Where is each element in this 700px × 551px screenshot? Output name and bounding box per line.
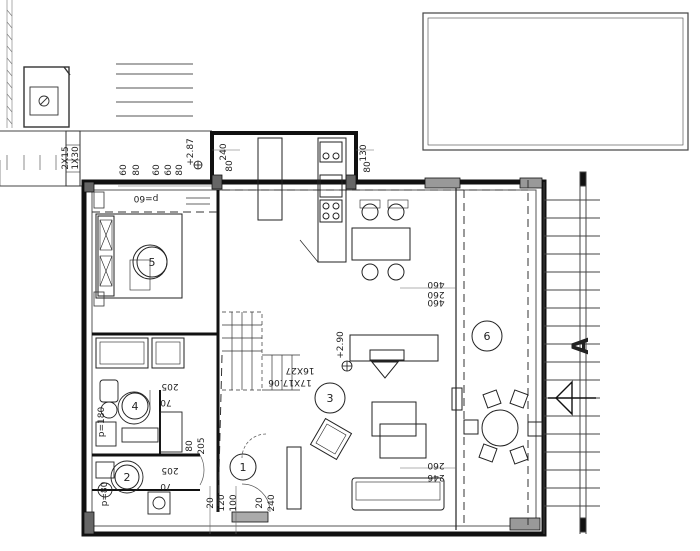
section-mark xyxy=(548,380,596,416)
dim-top-60c: 60 xyxy=(164,164,174,176)
terrace-dashed xyxy=(92,180,529,525)
entry-landing xyxy=(65,130,81,187)
dim-bottom-20b: 20 xyxy=(255,497,265,509)
dim-70b: 70 xyxy=(160,481,172,491)
dim-460a: 460 xyxy=(427,279,444,289)
dim-right-80: 80 xyxy=(363,161,373,173)
kitchen-annex xyxy=(210,131,358,180)
terrace-table xyxy=(463,389,543,465)
room-number-4: 4 xyxy=(132,400,139,413)
dim-246: 246 xyxy=(427,472,444,482)
dim-top-80b: 80 xyxy=(175,164,185,176)
room-number-5: 5 xyxy=(149,256,156,269)
dim-top-60a: 60 xyxy=(119,164,129,176)
room-number-6: 6 xyxy=(484,330,491,343)
dim-bottom-20a: 20 xyxy=(206,497,216,509)
pool xyxy=(422,12,689,151)
dim-460b: 460 xyxy=(427,297,444,307)
door-label-p80: p=80 xyxy=(100,481,110,506)
level-main: +2.90 xyxy=(336,331,346,359)
room-number-3: 3 xyxy=(327,392,334,405)
entry-label-2x15: 2X15 xyxy=(61,146,71,169)
dim-bottom-240: 240 xyxy=(267,494,277,511)
door-label-p60: p=60 xyxy=(133,193,158,203)
interior-walls xyxy=(92,190,220,512)
exterior-wall-hatch xyxy=(6,0,13,128)
dim-top-80a: 80 xyxy=(132,164,142,176)
dim-top-240: 240 xyxy=(219,143,229,160)
dim-top-60b: 60 xyxy=(152,164,162,176)
bathtub xyxy=(95,337,185,369)
exterior-steps xyxy=(116,63,193,117)
kitchen-counter xyxy=(257,137,347,263)
dim-260b: 260 xyxy=(427,460,444,470)
columns xyxy=(83,174,543,535)
dim-260a: 260 xyxy=(427,289,444,299)
dim-80: 80 xyxy=(185,440,195,452)
exterior-walls xyxy=(81,179,547,537)
dim-205b: 205 xyxy=(197,437,207,454)
site-lines xyxy=(0,130,212,187)
dim-top-80c: 80 xyxy=(225,160,235,172)
entry-label-1x30: 1X30 xyxy=(71,146,81,170)
double-bed xyxy=(95,213,183,299)
dim-205c: 205 xyxy=(161,465,178,475)
living-furniture xyxy=(286,334,463,511)
stair-label-bottom: 17X17.06 xyxy=(268,377,312,387)
dim-bottom-120: 120 xyxy=(217,494,227,511)
level-markers xyxy=(193,160,353,372)
stair-label-top: 16X27 xyxy=(285,365,314,375)
dim-right-130: 130 xyxy=(359,144,369,161)
dim-205a: 205 xyxy=(161,381,178,391)
room-number-1: 1 xyxy=(240,461,247,474)
dining-table xyxy=(351,199,411,281)
dimension-lines xyxy=(118,149,456,534)
wardrobe xyxy=(93,191,210,307)
dim-70a: 70 xyxy=(160,397,172,407)
chimney xyxy=(23,66,71,128)
staircase xyxy=(222,311,300,391)
pergola xyxy=(543,171,600,534)
door-label-p180: p=180 xyxy=(97,407,107,438)
section-mark-label: A xyxy=(569,337,594,354)
dim-bottom-100: 100 xyxy=(229,494,239,511)
toilet-fixtures xyxy=(95,460,171,515)
room-circles xyxy=(114,246,503,490)
door-swings xyxy=(149,390,271,513)
room-number-2: 2 xyxy=(124,471,131,484)
level-entry: +2.87 xyxy=(186,138,196,166)
